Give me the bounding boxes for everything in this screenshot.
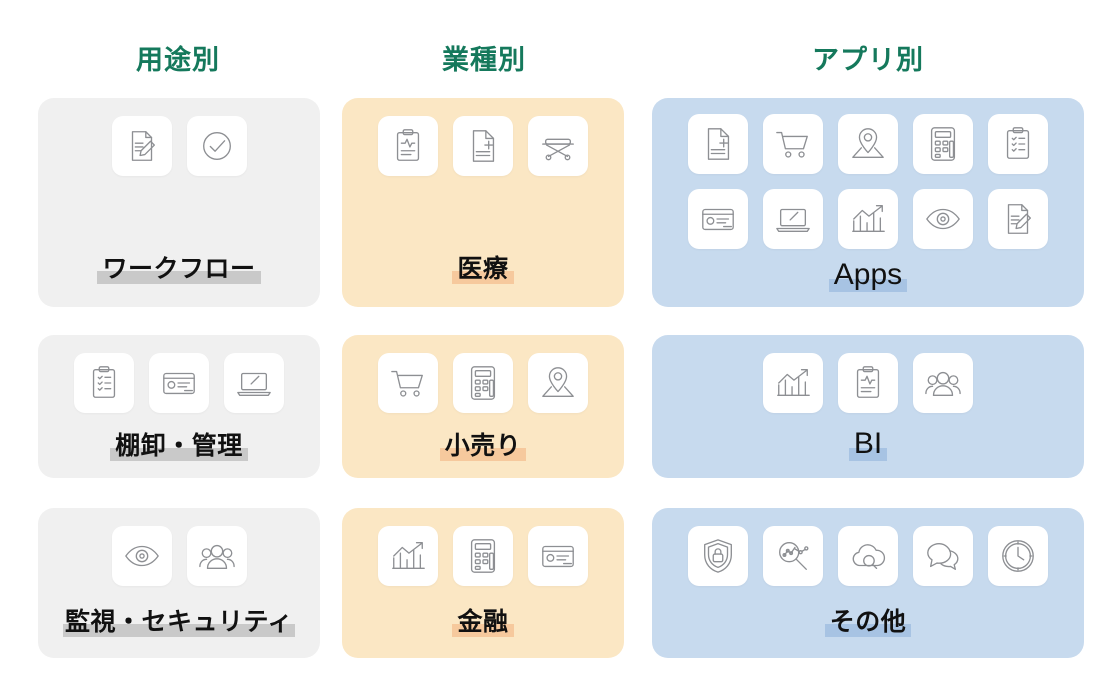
- bar-chart-icon[interactable]: [838, 189, 898, 249]
- people-icon[interactable]: [186, 526, 247, 586]
- medical-clipboard-icon[interactable]: [378, 116, 438, 176]
- calculator-icon[interactable]: [453, 353, 513, 413]
- shopping-cart-icon[interactable]: [763, 114, 823, 174]
- card-label-inventory-management: 棚卸・管理: [38, 432, 320, 461]
- icon-tile-row: [38, 335, 320, 413]
- card-label-medical: 医療: [342, 255, 624, 284]
- icon-tile-row: [342, 98, 624, 176]
- icon-tile-row: [652, 335, 1084, 413]
- checklist-clipboard-icon[interactable]: [74, 353, 134, 413]
- card-workflow[interactable]: ワークフロー: [38, 98, 320, 307]
- shopping-cart-icon[interactable]: [378, 353, 438, 413]
- card-label-bi: BI: [652, 427, 1084, 461]
- calculator-icon[interactable]: [453, 526, 513, 586]
- card-label-apps: Apps: [652, 258, 1084, 292]
- label-highlight: [824, 624, 912, 637]
- icon-tile-row: [38, 508, 320, 586]
- label-highlight: [452, 271, 514, 284]
- label-highlight: [828, 279, 908, 292]
- map-pin-icon[interactable]: [528, 353, 588, 413]
- medical-clipboard-icon[interactable]: [838, 353, 898, 413]
- card-medical[interactable]: 医療: [342, 98, 624, 307]
- card-apps[interactable]: Apps: [652, 98, 1084, 307]
- medical-document-icon[interactable]: [688, 114, 748, 174]
- label-highlight: [848, 448, 888, 461]
- icon-tile-row: [342, 335, 624, 413]
- document-pencil-icon[interactable]: [111, 116, 172, 176]
- calculator-icon[interactable]: [913, 114, 973, 174]
- shield-lock-icon[interactable]: [688, 526, 748, 586]
- icon-tile-row: [38, 98, 320, 176]
- label-highlight: [439, 448, 527, 461]
- card-inventory-management[interactable]: 棚卸・管理: [38, 335, 320, 478]
- cloud-search-icon[interactable]: [838, 526, 898, 586]
- card-retail[interactable]: 小売り: [342, 335, 624, 478]
- eye-icon[interactable]: [111, 526, 172, 586]
- column-header-by-app: アプリ別: [812, 45, 924, 75]
- card-finance[interactable]: 金融: [342, 508, 624, 658]
- laptop-icon[interactable]: [763, 189, 823, 249]
- clock-icon[interactable]: [988, 526, 1048, 586]
- column-header-by-industry: 業種別: [442, 45, 526, 75]
- label-highlight: [62, 624, 295, 637]
- bar-chart-icon[interactable]: [763, 353, 823, 413]
- bar-chart-icon[interactable]: [378, 526, 438, 586]
- column-header-by-purpose: 用途別: [136, 45, 220, 75]
- icon-tile-row: [652, 508, 1084, 586]
- eye-icon[interactable]: [913, 189, 973, 249]
- credit-card-icon[interactable]: [688, 189, 748, 249]
- card-label-finance: 金融: [342, 608, 624, 637]
- search-analytics-icon[interactable]: [763, 526, 823, 586]
- label-highlight: [110, 448, 248, 461]
- check-circle-icon[interactable]: [186, 116, 247, 176]
- medical-document-icon[interactable]: [453, 116, 513, 176]
- chat-bubbles-icon[interactable]: [913, 526, 973, 586]
- people-icon[interactable]: [913, 353, 973, 413]
- map-pin-icon[interactable]: [838, 114, 898, 174]
- card-monitoring-security[interactable]: 監視・セキュリティ: [38, 508, 320, 658]
- card-label-monitoring-security: 監視・セキュリティ: [62, 607, 295, 637]
- document-pencil-icon[interactable]: [988, 189, 1048, 249]
- credit-card-icon[interactable]: [149, 353, 209, 413]
- stretcher-icon[interactable]: [528, 116, 588, 176]
- card-other[interactable]: その他: [652, 508, 1084, 658]
- icon-tile-row: [342, 508, 624, 586]
- icon-tile-grid: [652, 98, 1084, 249]
- card-bi[interactable]: BI: [652, 335, 1084, 478]
- laptop-icon[interactable]: [224, 353, 284, 413]
- label-highlight: [452, 624, 514, 637]
- checklist-clipboard-icon[interactable]: [988, 114, 1048, 174]
- credit-card-icon[interactable]: [528, 526, 588, 586]
- label-highlight: [97, 271, 261, 284]
- column-headers: 用途別 業種別 アプリ別: [0, 0, 1120, 92]
- card-label-other: その他: [652, 608, 1084, 637]
- card-label-retail: 小売り: [342, 432, 624, 461]
- card-label-workflow: ワークフロー: [38, 255, 320, 284]
